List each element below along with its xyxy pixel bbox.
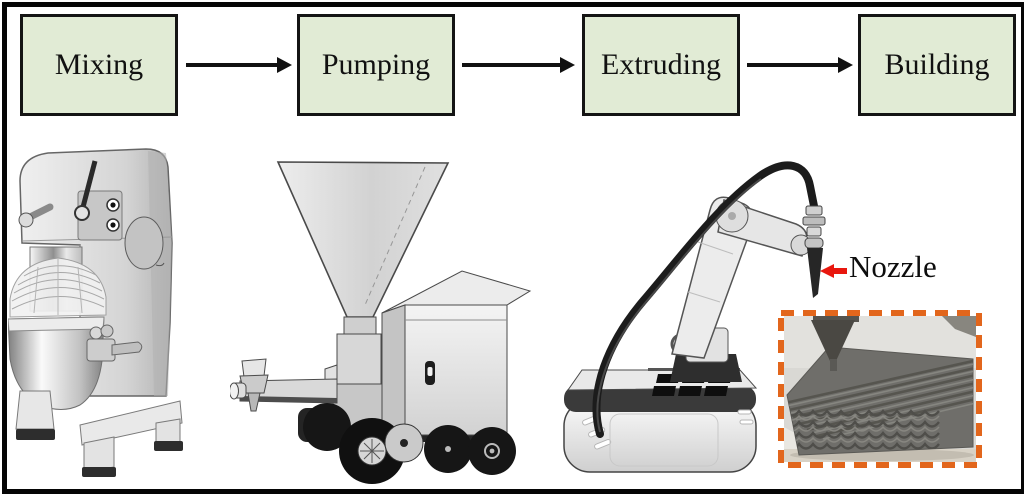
inset-dashed-border (778, 310, 982, 468)
nozzle-arrow-icon (820, 263, 847, 278)
pump-illustration (230, 161, 532, 484)
mixer-front-beam (79, 400, 183, 446)
step-label-extruding: Extruding (601, 48, 721, 81)
mixer-foot (16, 429, 55, 440)
pump-wheel (303, 403, 351, 451)
robot-hose (592, 161, 818, 438)
step-box-mixing: Mixing (20, 14, 178, 116)
nozzle-label: Nozzle (849, 249, 937, 284)
printed-concrete-inset-photo (778, 310, 982, 468)
mixer-side-plate (124, 216, 164, 270)
mixer-bowl-lever (111, 341, 143, 356)
pump-outlet-opening (230, 382, 239, 400)
nozzle-callout: Nozzle (820, 250, 937, 284)
mixer-body (19, 148, 173, 397)
flow-arrow-icon-1 (186, 57, 292, 73)
robot-nozzle-fittings (802, 205, 826, 249)
mixer-bowl-bracket (86, 338, 116, 362)
step-label-building: Building (884, 48, 990, 81)
robot-nozzle (807, 248, 823, 298)
mixer-left-leg (15, 390, 55, 430)
mixer-foot (82, 467, 116, 477)
extruder-illustration (563, 161, 826, 473)
mixer-bowl (8, 316, 105, 410)
pump-outlet-cap (241, 358, 267, 378)
pump-hopper-neck (343, 316, 377, 335)
step-label-mixing: Mixing (54, 48, 144, 81)
mixer-illustration (8, 148, 183, 477)
pump-cabinet (404, 304, 508, 436)
mixer-foot (154, 441, 183, 451)
mixer-handle (18, 212, 34, 228)
step-box-extruding: Extruding (582, 14, 740, 116)
pump-outlet-spout (247, 392, 261, 412)
flow-arrow-icon-2 (462, 57, 575, 73)
step-box-building: Building (858, 14, 1016, 116)
photo-print-cone (811, 320, 855, 361)
pump-duct (336, 333, 382, 385)
step-label-pumping: Pumping (321, 48, 431, 81)
flow-arrow-icon-3 (747, 57, 853, 73)
step-box-pumping: Pumping (297, 14, 455, 116)
mixer-timer-lever (79, 160, 98, 212)
slab-texture (787, 359, 973, 450)
